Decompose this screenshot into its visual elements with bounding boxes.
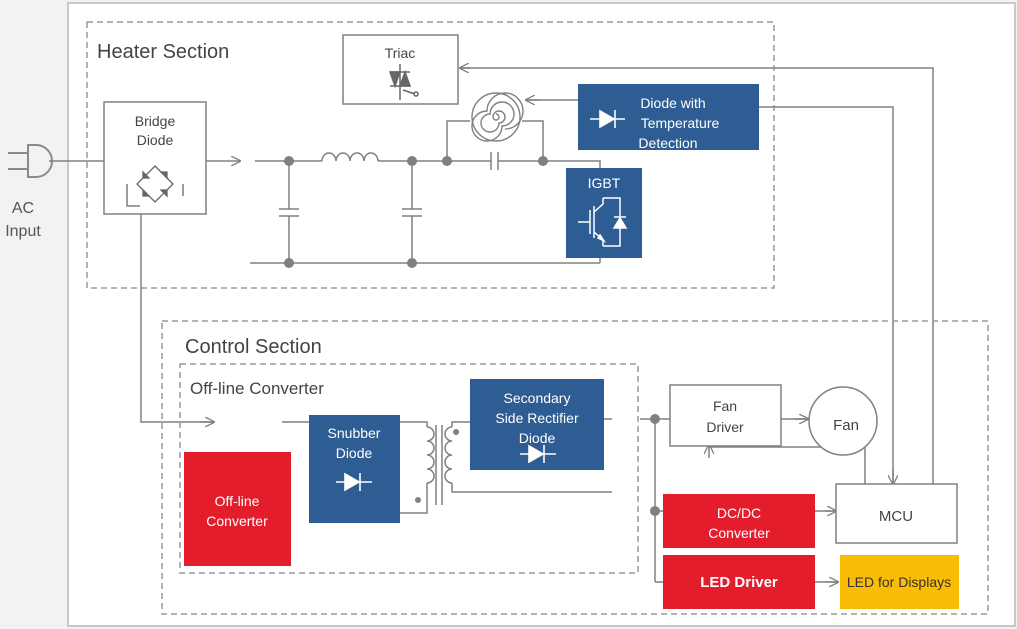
led-driver-label: LED Driver xyxy=(700,574,778,591)
dcdc-converter-box xyxy=(663,494,815,548)
snubber-diode-box xyxy=(309,415,400,523)
bridge-diode-label-1: Bridge xyxy=(135,113,176,129)
offline-group-title: Off-line Converter xyxy=(190,379,324,398)
offline-converter-label-2: Converter xyxy=(206,513,268,529)
transformer-dot-2 xyxy=(453,429,459,435)
dcdc-label-1: DC/DC xyxy=(717,505,761,521)
transformer-dot-1 xyxy=(415,497,421,503)
control-section xyxy=(161,320,989,615)
fan-driver-label-2: Driver xyxy=(706,419,744,435)
diode-temp-label-3: Detection xyxy=(638,135,697,151)
igbt-label: IGBT xyxy=(588,175,621,191)
igbt-icon xyxy=(578,197,628,247)
offline-converter-label-1: Off-line xyxy=(215,493,260,509)
led-displays-box xyxy=(840,555,959,609)
control-node-1 xyxy=(650,414,660,424)
led-displays-label: LED for Displays xyxy=(847,574,951,590)
bridge-diode-label-2: Diode xyxy=(137,132,174,148)
fan-driver-box xyxy=(669,384,782,447)
diode-temp-icon xyxy=(590,109,625,129)
snubber-diode-icon xyxy=(336,472,372,492)
triac-icon xyxy=(388,64,419,100)
mcu-box xyxy=(835,483,958,544)
control-node-2 xyxy=(650,506,660,516)
ac-plug-icon xyxy=(8,144,53,178)
ac-input-label-1: AC xyxy=(12,200,34,217)
heater-section xyxy=(86,21,775,289)
igbt-box xyxy=(566,168,642,258)
offline-converter-box xyxy=(184,452,291,566)
led-driver-box xyxy=(663,555,815,609)
secondary-rectifier-label-2: Side Rectifier xyxy=(495,410,579,426)
diode-temp-label-2: Temperature xyxy=(641,115,720,131)
ac-input-label-2: Input xyxy=(5,223,41,240)
snubber-label-2: Diode xyxy=(336,445,373,461)
induction-coil-icon xyxy=(471,92,524,142)
heater-section-title: Heater Section xyxy=(97,41,229,63)
secondary-rectifier-label-1: Secondary xyxy=(504,390,571,406)
fan-circle xyxy=(808,386,878,456)
heater-wiring xyxy=(49,120,601,423)
mcu-label: MCU xyxy=(879,508,913,525)
diode-temp-label-1: Diode with xyxy=(640,95,705,111)
transformer-icon xyxy=(282,421,612,514)
offline-group xyxy=(179,363,639,574)
heater-nodes xyxy=(284,156,548,268)
snubber-label-1: Snubber xyxy=(328,425,381,441)
fan-label: Fan xyxy=(833,417,859,434)
triac-label: Triac xyxy=(385,45,416,61)
bridge-diode-icon xyxy=(126,165,184,207)
dcdc-label-2: Converter xyxy=(708,525,770,541)
fan-driver-label-1: Fan xyxy=(713,398,737,414)
secondary-rectifier-label-3: Diode xyxy=(519,430,556,446)
secondary-rectifier-diode-icon xyxy=(520,444,556,464)
control-section-title: Control Section xyxy=(185,336,322,358)
bridge-diode-box xyxy=(103,101,207,215)
